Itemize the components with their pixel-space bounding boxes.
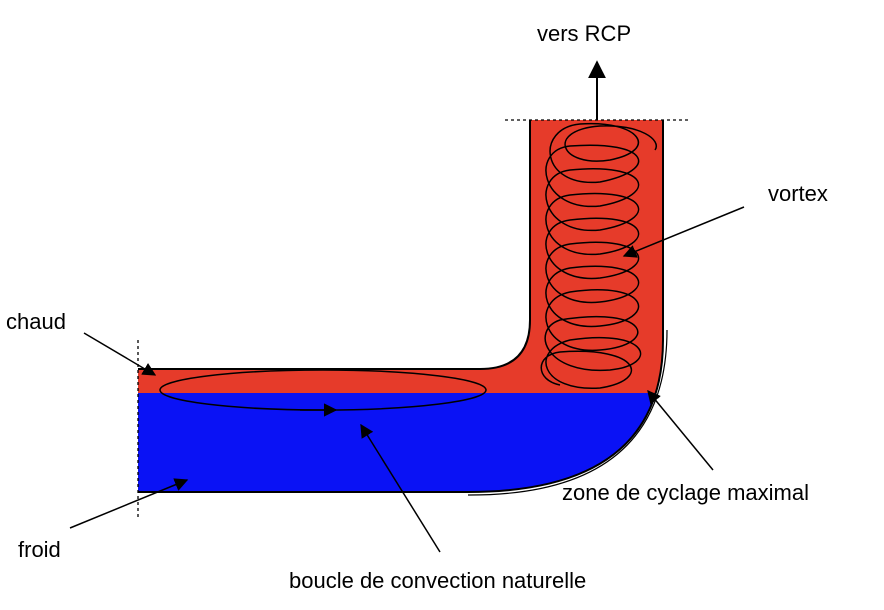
- hot-fluid: [138, 120, 663, 394]
- label-froid: froid: [18, 537, 61, 562]
- vortex-arrow: [622, 206, 745, 258]
- cold-arrow: [69, 478, 189, 529]
- label-vortex: vortex: [768, 181, 828, 206]
- label-chaud: chaud: [6, 309, 66, 334]
- label-vers-rcp: vers RCP: [537, 21, 631, 46]
- pipe-wall: [138, 120, 664, 493]
- label-boucle: boucle de convection naturelle: [289, 568, 586, 593]
- outer-wall-bend: [467, 329, 668, 496]
- vortex-spiral: [540, 122, 658, 389]
- label-cyclage: zone de cyclage maximal: [562, 480, 809, 505]
- cycling-arrow: [647, 389, 714, 471]
- hot-arrow: [83, 332, 157, 376]
- loop-arrow: [360, 423, 441, 553]
